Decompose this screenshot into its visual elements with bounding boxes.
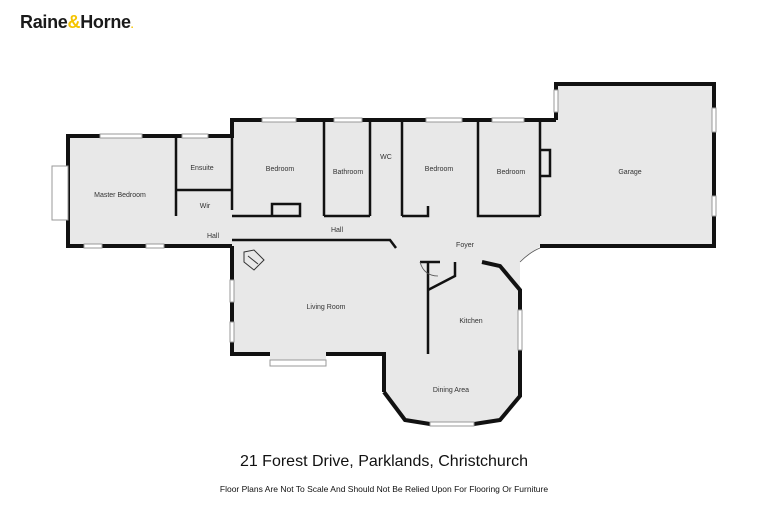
room-label-bedroom-1: Bedroom: [266, 166, 295, 173]
disclaimer-text: Floor Plans Are Not To Scale And Should …: [219, 484, 549, 494]
floor-fill: [68, 84, 714, 424]
room-labels: Master Bedroom Ensuite Wir Bedroom Bathr…: [94, 154, 642, 394]
room-label-foyer: Foyer: [456, 242, 475, 249]
brand-name-part2: Horne: [80, 12, 131, 32]
windows: [51, 89, 717, 427]
fireplace-icon: [243, 249, 265, 271]
room-label-ensuite: Ensuite: [190, 165, 213, 172]
room-label-bedroom-3: Bedroom: [497, 169, 526, 176]
room-label-kitchen: Kitchen: [459, 318, 482, 325]
interior-walls: [174, 120, 552, 354]
property-address: 21 Forest Drive, Parklands, Christchurch: [239, 453, 529, 470]
door-swings: [419, 247, 541, 277]
room-label-wc: WC: [380, 154, 392, 161]
room-label-hall-2: Hall: [331, 227, 344, 234]
room-label-bedroom-2: Bedroom: [425, 166, 454, 173]
brand-dot: .: [130, 20, 134, 31]
room-label-dining-area: Dining Area: [433, 387, 469, 394]
room-label-master-bedroom: Master Bedroom: [94, 192, 146, 199]
room-label-hall-1: Hall: [207, 233, 220, 240]
brand-name-part1: Raine: [20, 12, 68, 32]
brand-logo: Raine&Horne.: [20, 12, 134, 33]
room-label-living-room: Living Room: [307, 304, 346, 311]
room-label-garage: Garage: [618, 169, 641, 176]
room-label-bathroom: Bathroom: [333, 169, 364, 176]
brand-ampersand: &: [67, 12, 81, 32]
room-label-wir: Wir: [200, 203, 211, 210]
